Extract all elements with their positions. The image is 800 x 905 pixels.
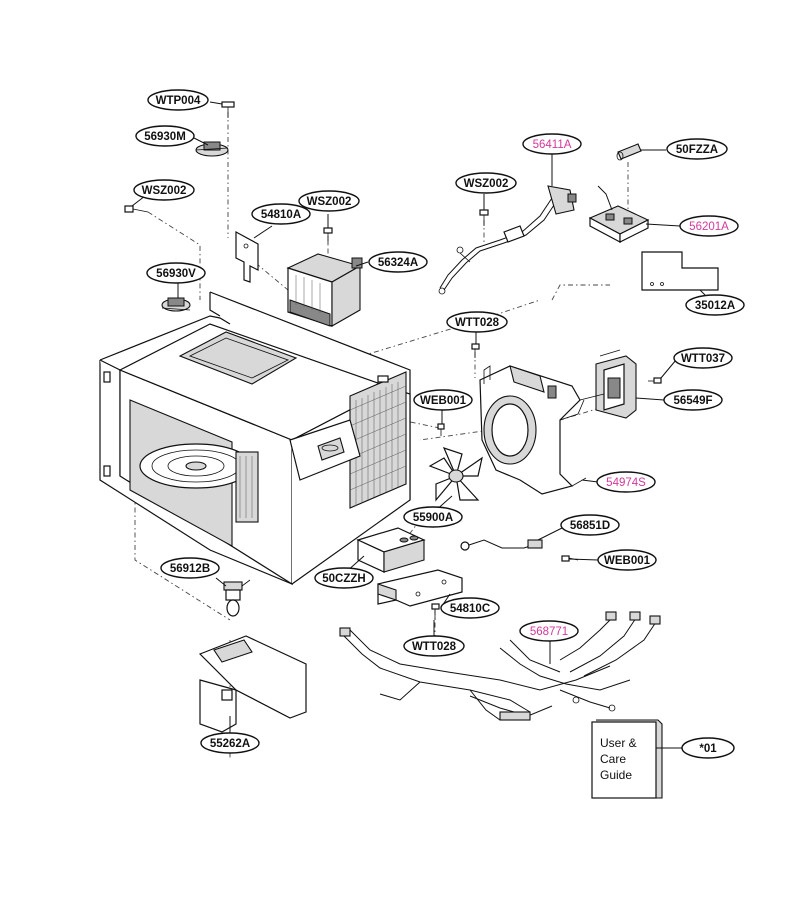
label-50fzza: 50FZZA — [666, 138, 728, 160]
label-568771: 568771 — [519, 620, 579, 642]
capacitor-50czzh — [356, 527, 426, 573]
user-guide-booklet: User & Care Guide — [591, 719, 663, 799]
screw-web001-top — [437, 423, 445, 436]
wire-harness-568771 — [339, 611, 661, 721]
guide-line-3: Guide — [600, 768, 632, 782]
label-55900a: 55900A — [403, 506, 463, 528]
screw-wsz002-right — [479, 209, 489, 226]
screw-wsz002-mid — [323, 227, 333, 244]
label-56930m: 56930M — [135, 125, 195, 147]
label-55262a: 55262A — [200, 732, 260, 754]
fan-blade-55900a — [428, 447, 483, 502]
svg-text:WSZ002: WSZ002 — [464, 178, 509, 190]
oven-cavity — [99, 291, 411, 586]
label-wsz002-left: WSZ002 — [133, 179, 195, 201]
lamp-56912b — [223, 579, 251, 617]
svg-text:50FZZA: 50FZZA — [676, 144, 718, 156]
bracket-54810c — [377, 569, 463, 607]
panel-55262a — [198, 635, 307, 733]
svg-text:56324A: 56324A — [378, 257, 418, 269]
svg-text:56549F: 56549F — [673, 395, 712, 407]
label-56930v: 56930V — [146, 262, 206, 284]
svg-text:56201A: 56201A — [689, 221, 729, 233]
fuse-50fzza — [616, 143, 642, 161]
svg-text:568771: 568771 — [530, 626, 568, 638]
svg-text:56930V: 56930V — [156, 268, 196, 280]
screw-wtp004 — [221, 101, 235, 118]
svg-text:*01: *01 — [699, 743, 717, 755]
thermostat-56930m — [195, 141, 229, 157]
svg-text:WTT037: WTT037 — [681, 353, 725, 365]
label-54810a: 54810A — [251, 203, 311, 225]
screw-wtt028-bottom — [431, 603, 440, 620]
label-wtt037: WTT037 — [673, 347, 733, 369]
label-wsz002-right: WSZ002 — [455, 172, 517, 194]
label-54974s: 54974S — [596, 471, 656, 493]
svg-text:54810C: 54810C — [450, 603, 490, 615]
label-35012a: 35012A — [685, 294, 745, 316]
screw-web001-bottom — [561, 555, 579, 562]
svg-text:35012A: 35012A — [695, 300, 735, 312]
svg-text:56411A: 56411A — [533, 139, 572, 151]
label-wtt028-top: WTT028 — [446, 311, 508, 333]
screw-wtt037 — [648, 377, 662, 384]
air-duct-54974s — [479, 365, 587, 495]
label-56201a: 56201A — [679, 215, 739, 237]
screw-wtt028-top — [471, 343, 480, 358]
label-web001-top: WEB001 — [413, 389, 473, 411]
svg-text:WEB001: WEB001 — [420, 395, 467, 407]
svg-text:56912B: 56912B — [170, 563, 210, 575]
guide-line-2: Care — [600, 752, 626, 766]
noise-filter-56201a — [588, 185, 650, 243]
label-56411a: 56411A — [522, 133, 582, 155]
svg-text:WSZ002: WSZ002 — [307, 196, 352, 208]
guide-line-1: User & — [600, 736, 637, 750]
label-star01: *01 — [681, 737, 735, 759]
insulator-35012a — [641, 251, 719, 291]
screw-wsz002-left — [124, 205, 149, 213]
label-56912b: 56912B — [160, 557, 220, 579]
svg-text:WTT028: WTT028 — [455, 317, 500, 329]
power-cord-56411a — [438, 185, 577, 295]
fan-motor-56549f — [579, 349, 637, 419]
label-56851d: 56851D — [560, 514, 620, 536]
svg-text:56930M: 56930M — [144, 131, 186, 143]
svg-text:56851D: 56851D — [570, 520, 610, 532]
label-wtt028-bottom: WTT028 — [403, 635, 465, 657]
label-web001-bottom: WEB001 — [597, 549, 657, 571]
label-wsz002-mid: WSZ002 — [298, 190, 360, 212]
vent-mesh — [349, 382, 407, 506]
label-56324a: 56324A — [368, 251, 428, 273]
label-54810c: 54810C — [440, 597, 500, 619]
svg-text:WEB001: WEB001 — [604, 555, 651, 567]
bracket-54810a — [235, 230, 259, 283]
transformer-56324a — [286, 253, 363, 327]
svg-text:50CZZH: 50CZZH — [322, 573, 365, 585]
svg-text:WSZ002: WSZ002 — [142, 185, 187, 197]
svg-text:55900A: 55900A — [413, 512, 453, 524]
svg-text:WTT028: WTT028 — [412, 641, 457, 653]
label-50czzh: 50CZZH — [314, 567, 374, 589]
part-labels: WTP004 56930M WSZ002 54810A WSZ002 56324… — [133, 89, 745, 759]
svg-text:54974S: 54974S — [606, 477, 646, 489]
wire-56851d — [460, 539, 543, 551]
label-56549f: 56549F — [663, 389, 723, 411]
thermostat-56930v — [161, 297, 191, 312]
svg-text:54810A: 54810A — [261, 209, 301, 221]
label-wtp004: WTP004 — [147, 89, 209, 111]
svg-text:55262A: 55262A — [210, 738, 250, 750]
svg-text:WTP004: WTP004 — [156, 95, 201, 107]
